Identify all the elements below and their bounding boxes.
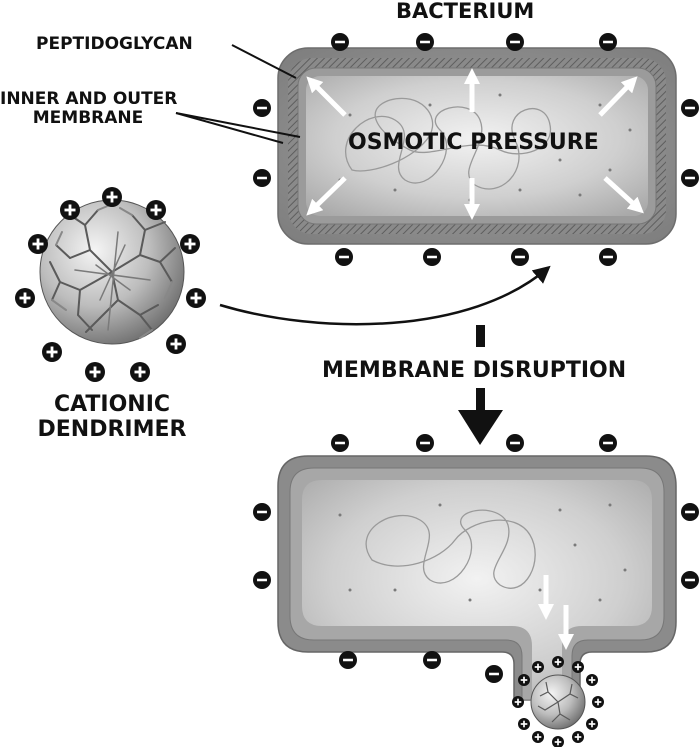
membrane-disruption-label: MEMBRANE DISRUPTION [322, 358, 627, 383]
minus-charge-icon [681, 503, 699, 521]
cytoplasm [306, 76, 648, 216]
leak-arrows [537, 575, 575, 651]
minus-charge-icon [253, 571, 271, 589]
surface-negative-charges [253, 33, 699, 266]
small-positive-charges [512, 656, 604, 747]
plus-charge-icon [85, 362, 105, 382]
plus-charge-icon [518, 674, 530, 686]
plus-charge-icon [512, 696, 524, 708]
cytoplasm-particles [338, 503, 627, 602]
plus-charge-icon [532, 661, 544, 673]
plus-charge-icon [186, 288, 206, 308]
minus-charge-icon [681, 169, 699, 187]
cationic-dendrimer-label: CATIONIC DENDRIMER [24, 392, 200, 442]
minus-charge-icon [331, 434, 349, 452]
label-leader-lines [175, 44, 301, 144]
pressure-arrow-icon [603, 176, 644, 214]
dendrimer-at-pore [512, 656, 604, 747]
dendrimer-label-line1: CATIONIC [53, 392, 171, 417]
plus-charge-icon [60, 200, 80, 220]
surface-negative-charges [253, 434, 699, 683]
nucleoid-dna-disrupted [365, 509, 536, 589]
dendrimer-branches [537, 681, 579, 723]
plus-charge-icon [102, 187, 122, 207]
pressure-arrow-icon [306, 76, 347, 117]
minus-charge-icon [681, 99, 699, 117]
plus-charge-icon [532, 731, 544, 743]
dendrimer-label-line2: DENDRIMER [37, 416, 187, 442]
plus-charge-icon [146, 200, 166, 220]
plus-charge-icon [552, 656, 564, 668]
minus-charge-icon [506, 33, 524, 51]
plus-charge-icon [572, 661, 584, 673]
cationic-dendrimer [15, 187, 206, 382]
minus-charge-icon [423, 248, 441, 266]
attraction-arrow [219, 265, 551, 326]
plus-charge-icon [28, 234, 48, 254]
osmotic-pressure-label: OSMOTIC PRESSURE [348, 130, 599, 155]
minus-charge-icon [253, 503, 271, 521]
down-arrow-icon [476, 325, 485, 347]
minus-charge-icon [335, 248, 353, 266]
membrane-label-line1: INNER AND OUTER [0, 89, 178, 109]
minus-charge-icon [253, 169, 271, 187]
plus-charge-icon [552, 736, 564, 747]
plus-charge-icon [572, 731, 584, 743]
minus-charge-icon [599, 33, 617, 51]
cytoplasm-disrupted [302, 480, 652, 700]
dendrimer-branches [49, 204, 176, 339]
dendrimer-positive-charges [15, 187, 206, 382]
plus-charge-icon [592, 696, 604, 708]
plus-charge-icon [586, 674, 598, 686]
intact-bacterium [253, 33, 699, 266]
bacterium-label: BACTERIUM [396, 0, 535, 23]
peptidoglycan-label: PEPTIDOGLYCAN [36, 34, 193, 54]
plus-charge-icon [42, 342, 62, 362]
plus-charge-icon [586, 718, 598, 730]
minus-charge-icon [599, 434, 617, 452]
minus-charge-icon [253, 99, 271, 117]
minus-charge-icon [599, 248, 617, 266]
plus-charge-icon [166, 334, 186, 354]
minus-charge-icon [339, 651, 357, 669]
nucleoid-dna [345, 97, 552, 190]
minus-charge-icon [416, 434, 434, 452]
minus-charge-icon [511, 248, 529, 266]
minus-charge-icon [423, 651, 441, 669]
down-arrow-icon [458, 410, 503, 445]
membrane-label: INNER AND OUTER MEMBRANE [0, 89, 178, 129]
disrupted-bacterium [253, 434, 699, 701]
minus-charge-icon [681, 571, 699, 589]
plus-charge-icon [130, 362, 150, 382]
plus-charge-icon [180, 234, 200, 254]
minus-charge-icon [485, 665, 503, 683]
minus-charge-icon [331, 33, 349, 51]
plus-charge-icon [518, 718, 530, 730]
minus-charge-icon [416, 33, 434, 51]
pressure-arrows [306, 67, 644, 221]
pressure-arrow-icon [306, 176, 347, 216]
pressure-arrow-icon [598, 76, 638, 117]
process-arrow [458, 325, 503, 445]
plus-charge-icon [15, 288, 35, 308]
minus-charge-icon [506, 434, 524, 452]
membrane-label-line2: MEMBRANE [32, 108, 144, 129]
